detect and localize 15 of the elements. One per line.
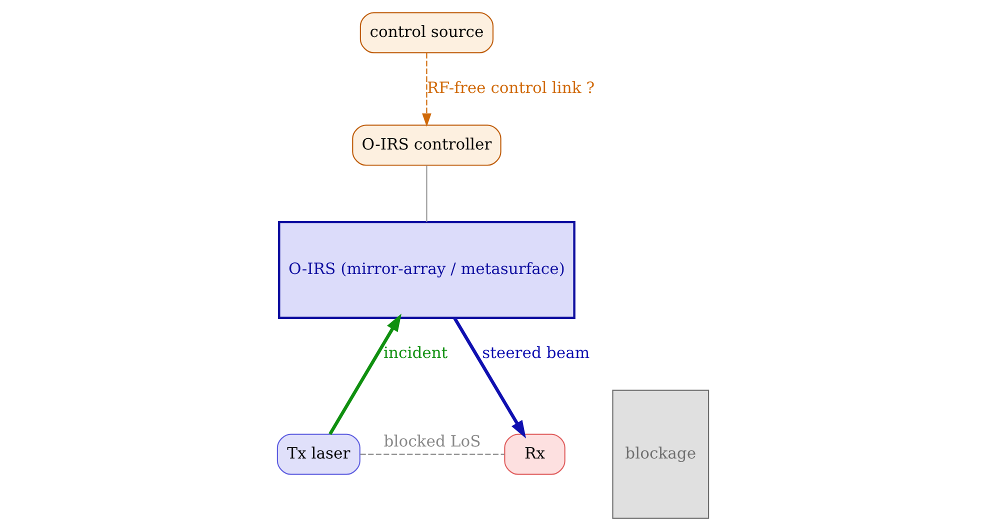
arrow <box>328 314 401 435</box>
node-box: blockage <box>612 390 709 519</box>
node-box: Rx <box>504 434 565 475</box>
node-box: Tx laser <box>276 434 360 475</box>
arrow <box>452 317 526 438</box>
node-box: control source <box>359 12 494 54</box>
connector <box>426 165 427 222</box>
arrow <box>422 53 431 127</box>
edge-label: steered beam <box>482 344 590 362</box>
edge-label: incident <box>382 344 448 362</box>
node-box: O-IRS controller <box>352 124 501 166</box>
edge-label: RF-free control link ? <box>426 79 594 98</box>
edge-label: blocked LoS <box>383 432 480 451</box>
connector <box>360 454 504 455</box>
node-box: O-IRS (mirror-array / metasurface) <box>278 220 575 319</box>
